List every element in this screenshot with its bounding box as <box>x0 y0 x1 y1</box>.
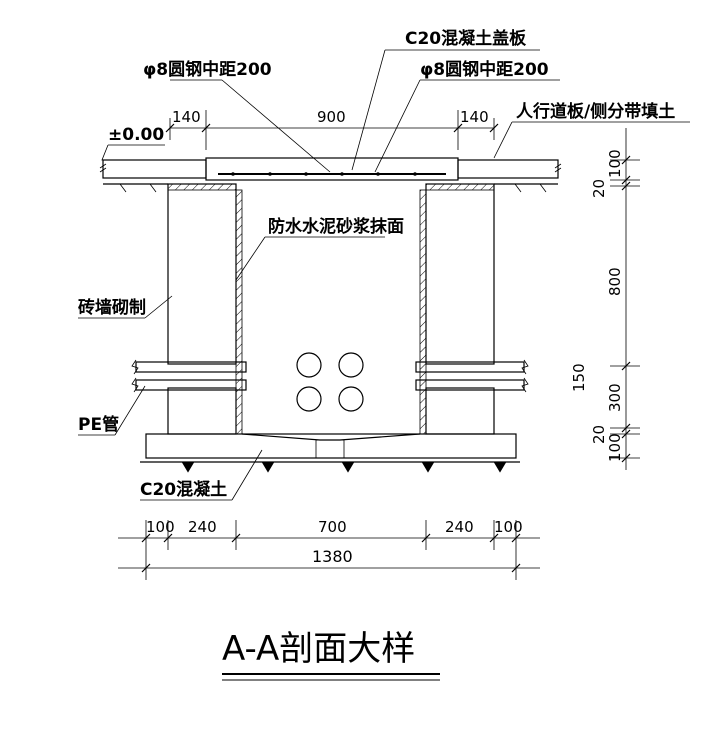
bottom-dim-total: 1380 <box>312 547 353 566</box>
drawing-title: A-A剖面大样 <box>222 629 415 669</box>
waterproof-label: 防水水泥砂浆抹面 <box>268 216 404 237</box>
base-label: C20混凝土 <box>140 479 227 500</box>
pe-pipe-label: PE管 <box>78 414 119 435</box>
top-dim-mid: 900 <box>317 108 346 126</box>
elevation-mark <box>101 144 165 161</box>
pipe-right <box>415 359 529 393</box>
pavement-right <box>457 159 562 179</box>
chamber-floor <box>241 433 421 459</box>
pavement-label: 人行道板/侧分带填土 <box>516 101 675 122</box>
bottom-dim-b: 240 <box>188 518 217 536</box>
cable-pipes <box>296 352 364 412</box>
ground-lines-bottom <box>140 461 520 473</box>
cover-slab <box>205 157 459 181</box>
right-dim-d1: 100 <box>606 149 624 178</box>
right-dim-d7: 100 <box>606 433 624 462</box>
elevation-label: ±0.00 <box>108 125 164 145</box>
leaders <box>78 49 690 501</box>
bottom-dim-e: 100 <box>494 518 523 536</box>
ground-lines-top <box>103 183 558 193</box>
bottom-dim-c: 700 <box>318 518 347 536</box>
rebar-left-label: φ8圆钢中距200 <box>143 59 272 80</box>
right-dim-d2: 20 <box>590 179 608 198</box>
brick-wall-label: 砖墙砌制 <box>78 297 146 318</box>
right-dim-d5: 300 <box>606 383 624 412</box>
pavement-left <box>99 159 207 179</box>
top-dim-right: 140 <box>460 108 489 126</box>
brick-wall-left <box>167 183 243 435</box>
bottom-dimension-line <box>118 520 540 580</box>
right-dim-d3: 800 <box>606 267 624 296</box>
top-dim-left: 140 <box>172 108 201 126</box>
right-dim-d6: 20 <box>590 425 608 444</box>
bottom-dim-a: 100 <box>146 518 175 536</box>
base-slab <box>145 433 517 459</box>
right-dim-d4: 150 <box>570 363 588 392</box>
bottom-dim-d: 240 <box>445 518 474 536</box>
brick-wall-right <box>419 183 495 435</box>
top-dimension-line <box>165 110 499 150</box>
pipe-left <box>131 359 247 393</box>
rebar-right-label: φ8圆钢中距200 <box>420 59 549 80</box>
right-dimension-line <box>610 128 640 470</box>
cover-slab-label: C20混凝土盖板 <box>405 28 527 49</box>
